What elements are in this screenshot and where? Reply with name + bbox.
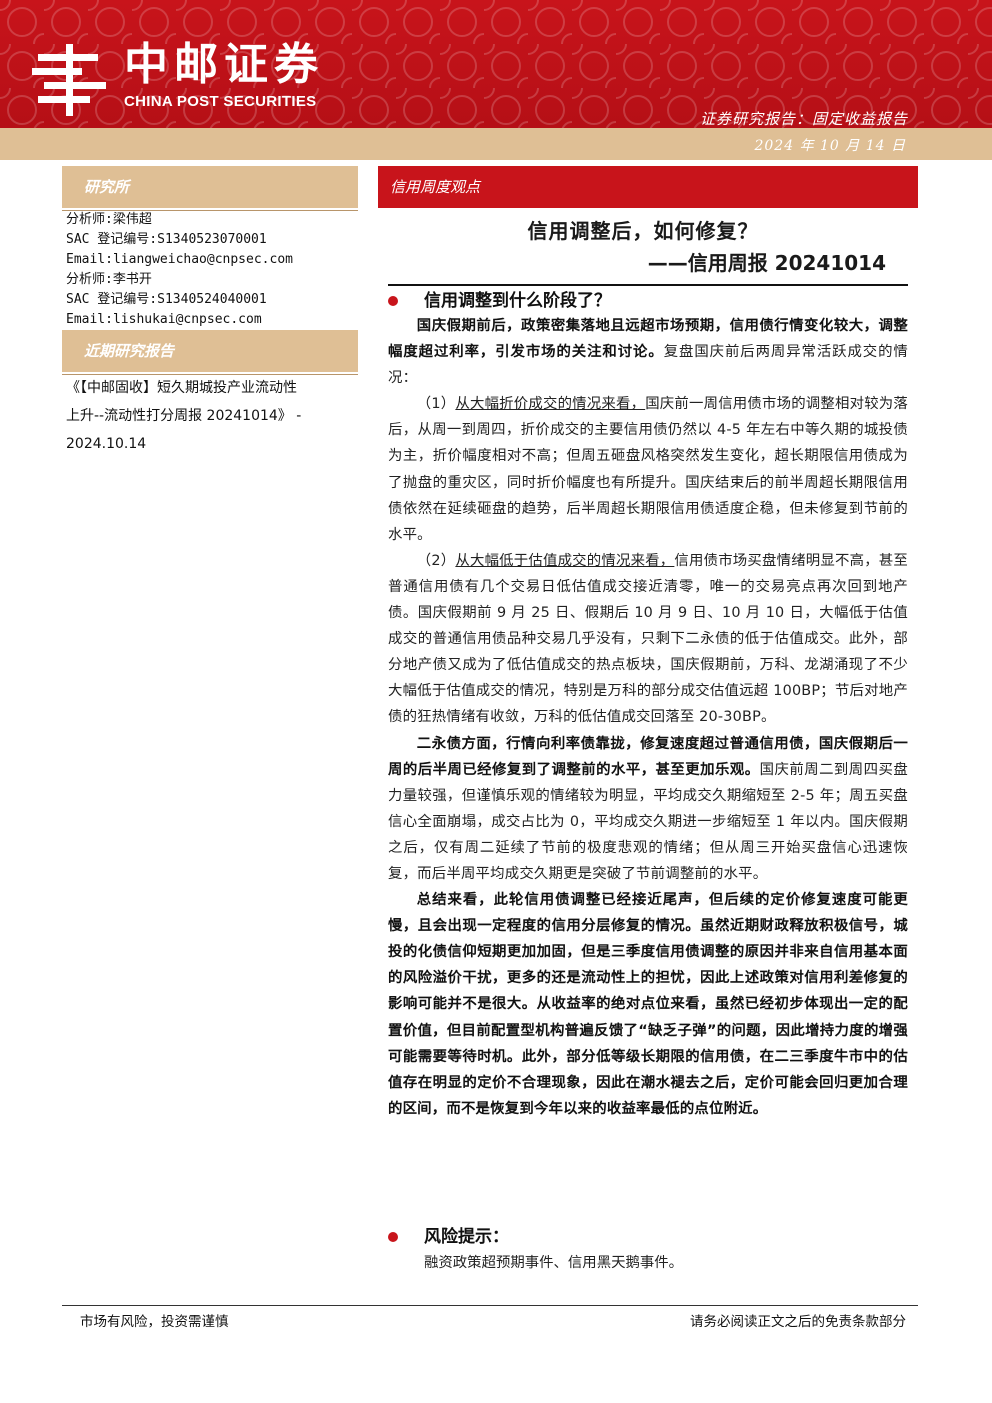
banner-pattern [0,0,992,128]
section-heading: 信用调整到什么阶段了？ [388,288,908,314]
red-bullet-icon [388,1232,398,1242]
research-institute-heading: 研究所 [62,166,358,211]
brand-name-en: CHINA POST SECURITIES [124,93,317,110]
paragraph: 二永债方面，行情向利率债靠拢，修复速度超过普通信用债，国庆假期后一周的后半周已经… [388,731,908,888]
report-body: 国庆假期前后，政策密集落地且远超市场预期，信用债行情变化较大，调整幅度超过利率，… [388,313,908,1122]
report-title: 信用调整后，如何修复？ [527,219,759,243]
analyst-line: SAC 登记编号:S1340523070001 [66,232,267,247]
paragraph-text: 复盘国庆前后两周异常活跃成交的情况： [388,344,909,387]
china-post-logo-icon [32,44,106,116]
recent-reports-list[interactable]: 《【中邮固收】短久期城投产业流动性 上升--流动性打分周报 20241014》 … [66,374,356,458]
analyst-line: SAC 登记编号:S1340524040001 [66,292,267,307]
risk-text: 融资政策超预期事件、信用黑天鹅事件。 [424,1255,684,1271]
paragraph: 总结来看，此轮信用债调整已经接近尾声，但后续的定价修复速度可能更慢，且会出现一定… [388,887,908,1122]
paragraph-text: 国庆前一周信用债市场的调整相对较为落后，从周一到周四，折价成交的主要信用债仍然以… [388,396,908,543]
paragraph-bold: 总结来看，此轮信用债调整已经接近尾声，但后续的定价修复速度可能更慢，且会出现一定… [388,892,908,1117]
analyst-line: 分析师:李书开 [66,272,152,287]
recent-report-line: 2024.10.14 [66,436,147,452]
red-bullet-icon [388,296,398,306]
footer-divider [62,1305,918,1306]
analyst-info: 分析师:梁伟超 SAC 登记编号:S1340523070001 Email:li… [66,210,356,330]
risk-heading: 风险提示： [388,1224,908,1250]
recent-reports-heading: 近期研究报告 [62,330,358,375]
paragraph-bold: 二永债方面，行情向利率债靠拢，修复速度超过普通信用债，国庆假期后一周的后半周已经… [388,735,908,778]
paragraph-text: 信用债市场买盘情绪明显不高，甚至普通信用债有几个交易日低估值成交接近清零，唯一的… [388,552,908,726]
report-type: 证券研究报告：固定收益报告 [699,110,908,128]
paragraph: （1）从大幅折价成交的情况来看，国庆前一周信用债市场的调整相对较为落后，从周一到… [388,391,908,548]
paragraph-prefix: （1） [416,396,456,413]
footer-right: 请务必阅读正文之后的免责条款部分 [690,1314,906,1330]
footer-left: 市场有风险，投资需谨慎 [80,1314,229,1330]
paragraph-bold: 国庆假期前后，政策密集落地且远超市场预期，信用债行情变化较大，调整幅度超过利率，… [388,318,908,361]
paragraph: 国庆假期前后，政策密集落地且远超市场预期，信用债行情变化较大，调整幅度超过利率，… [388,313,908,391]
risk-heading-text: 风险提示： [424,1227,509,1247]
date-bar: 2024 年 10 月 14 日 [0,128,992,160]
paragraph: （2）从大幅低于估值成交的情况来看，信用债市场买盘情绪明显不高，甚至普通信用债有… [388,548,908,731]
column-tag: 信用周度观点 [378,166,918,208]
header-banner: 中邮证券 CHINA POST SECURITIES 证券研究报告：固定收益报告 [0,0,992,128]
brand-name-cn: 中邮证券 [124,39,324,90]
recent-report-line: 《【中邮固收】短久期城投产业流动性 [66,380,297,396]
paragraph-prefix: （2） [416,552,456,569]
recent-report-line: 上升--流动性打分周报 20241014》 - [66,408,302,424]
analyst-line[interactable]: Email:liangweichao@cnpsec.com [66,252,293,267]
report-date: 2024 年 10 月 14 日 [754,138,906,154]
analyst-line: 分析师:梁伟超 [66,212,152,227]
paragraph-underline: 从大幅低于估值成交的情况来看， [455,552,675,569]
section-heading-text: 信用调整到什么阶段了？ [424,291,611,311]
analyst-line[interactable]: Email:lishukai@cnpsec.com [66,312,262,327]
paragraph-underline: 从大幅折价成交的情况来看， [455,396,646,413]
paragraph-text: 国庆前周二到周四买盘力量较强，但谨慎乐观的情绪较为明显，平均成交久期缩短至 2-… [388,761,908,882]
report-subtitle: ——信用周报 20241014 [647,251,886,275]
title-divider [388,284,908,286]
